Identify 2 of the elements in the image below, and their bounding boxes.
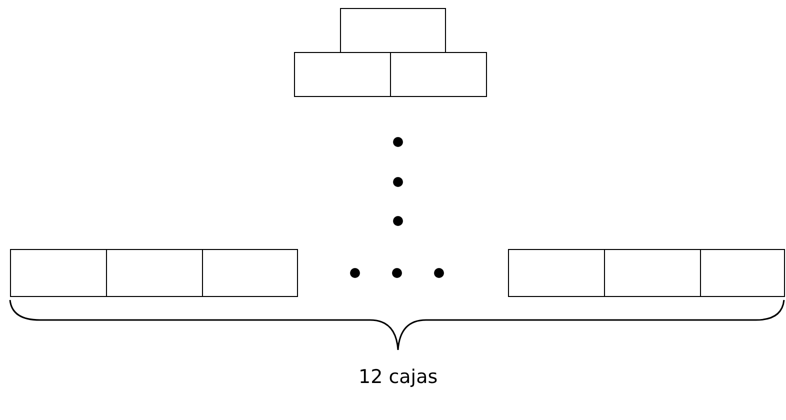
empty-box — [340, 8, 446, 53]
count-label: 12 cajas — [358, 366, 438, 388]
